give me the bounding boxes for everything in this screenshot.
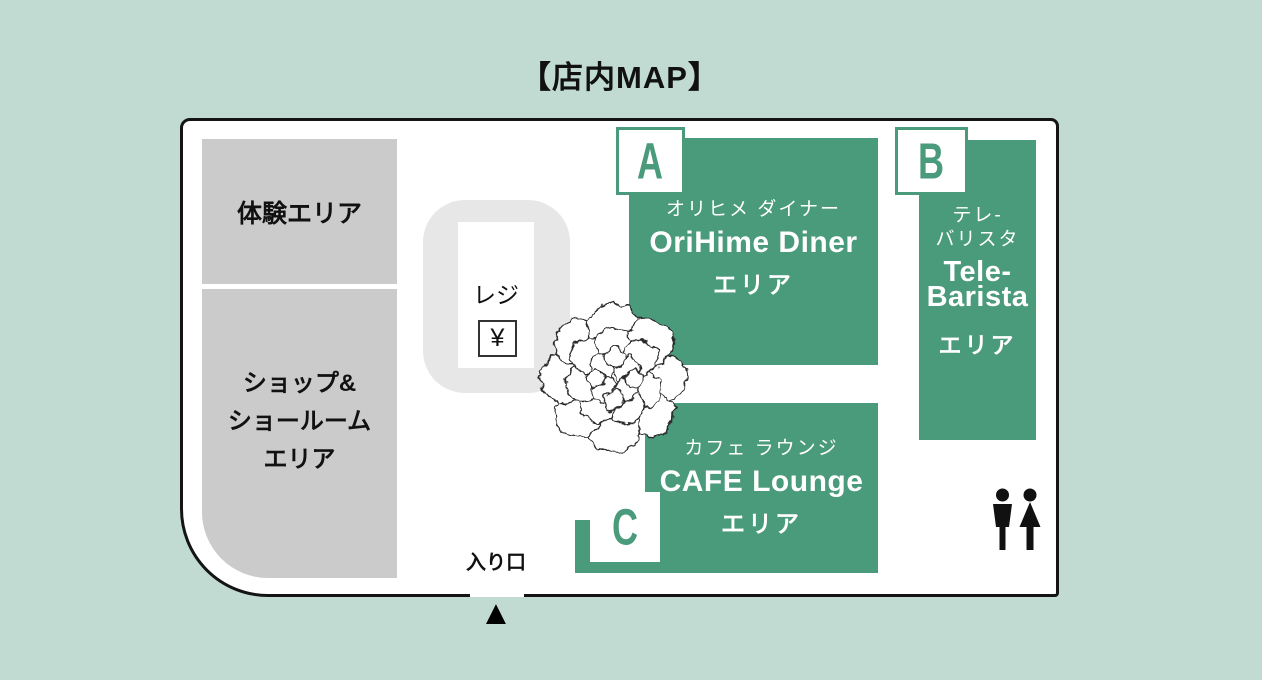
cafe-lounge-area: カフェ ラウンジ CAFE Lounge エリア: [645, 403, 878, 573]
badge-a-letter: A: [637, 132, 664, 190]
diner-name-en: OriHime Diner: [649, 225, 858, 259]
barista-name-en-line2: Barista: [926, 281, 1029, 313]
register-label: レジ: [473, 282, 519, 308]
cafe-name-en: CAFE Lounge: [659, 465, 864, 498]
diner-suffix: エリア: [713, 271, 794, 299]
area-badge-b: B: [895, 127, 968, 195]
page-title: 【店内MAP】: [520, 60, 720, 95]
diner-name-jp: オリヒメ ダイナー: [666, 198, 841, 220]
barista-name-en-line1: Tele-: [943, 256, 1012, 288]
shop-showroom-area: ショップ& ショールーム エリア: [202, 289, 397, 578]
entrance-label: 入り口: [466, 552, 526, 574]
barista-name-jp-line1: テレ-: [952, 205, 1003, 226]
shop-area-label-line3: エリア: [263, 445, 336, 473]
entrance-arrow-icon: ▲: [479, 594, 513, 632]
cash-register-icon: ¥: [478, 320, 517, 357]
experience-area: 体験エリア: [202, 139, 397, 284]
area-badge-c: C: [590, 492, 660, 562]
flower-sketch-illustration: [540, 302, 688, 454]
area-badge-a: A: [616, 127, 685, 195]
barista-suffix: エリア: [938, 332, 1017, 358]
barista-name-jp-line2: バリスタ: [935, 229, 1020, 250]
badge-b-letter: B: [918, 132, 945, 190]
badge-c-letter: C: [611, 498, 638, 556]
shop-area-label-line1: ショップ&: [242, 369, 357, 397]
orihime-diner-area: オリヒメ ダイナー OriHime Diner エリア: [629, 138, 878, 365]
shop-area-label-line2: ショールーム: [227, 407, 372, 435]
experience-area-label: 体験エリア: [236, 199, 362, 228]
entrance-opening: [470, 590, 524, 597]
cafe-name-jp: カフェ ラウンジ: [684, 438, 839, 459]
yen-symbol: ¥: [490, 324, 505, 352]
cafe-suffix: エリア: [721, 511, 802, 538]
restroom-icon: [993, 488, 1041, 550]
